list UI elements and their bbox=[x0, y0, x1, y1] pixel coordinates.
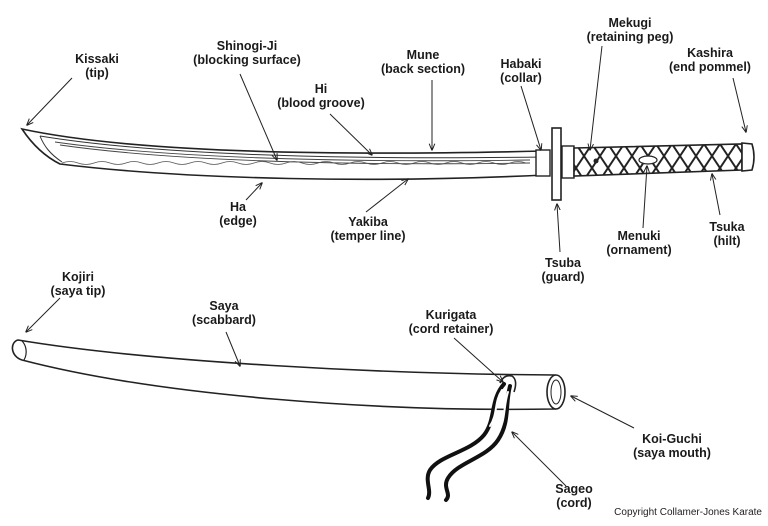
label-kojiri-desc: (saya tip) bbox=[50, 284, 106, 298]
label-ha-term: Ha bbox=[230, 200, 246, 214]
koiguchi-mouth bbox=[546, 374, 566, 410]
label-tsuka-term: Tsuka bbox=[709, 220, 745, 234]
arrow-menuki bbox=[642, 166, 647, 229]
label-koiguchi: Koi-Guchi (saya mouth) bbox=[624, 432, 720, 460]
tsuba bbox=[551, 127, 562, 201]
label-shinogi-term: Shinogi-Ji bbox=[216, 39, 278, 53]
label-mune-desc: (back section) bbox=[380, 62, 466, 76]
label-kurigata: Kurigata (cord retainer) bbox=[396, 308, 506, 336]
arrow-ha bbox=[245, 183, 262, 201]
label-yakiba-term: Yakiba bbox=[348, 215, 388, 229]
fuchi bbox=[561, 145, 575, 179]
label-mekugi: Mekugi (retaining peg) bbox=[580, 16, 680, 44]
label-kashira-desc: (end pommel) bbox=[669, 60, 751, 74]
label-tsuba-desc: (guard) bbox=[541, 270, 585, 284]
arrow-tsuka bbox=[712, 174, 721, 216]
label-koiguchi-term: Koi-Guchi bbox=[642, 432, 702, 446]
label-mune-term: Mune bbox=[406, 48, 440, 62]
arrow-kashira bbox=[732, 77, 746, 132]
arrow-kurigata bbox=[453, 337, 503, 382]
label-mune: Mune (back section) bbox=[372, 48, 474, 76]
habaki bbox=[535, 149, 551, 177]
arrow-kissaki bbox=[27, 77, 73, 125]
kashira bbox=[741, 142, 755, 172]
arrow-koiguchi bbox=[571, 396, 635, 429]
label-tsuka: Tsuka (hilt) bbox=[700, 220, 754, 248]
label-kissaki-desc: (tip) bbox=[85, 66, 109, 80]
label-kurigata-desc: (cord retainer) bbox=[408, 322, 494, 336]
blade bbox=[20, 127, 546, 181]
label-menuki: Menuki (ornament) bbox=[596, 229, 682, 257]
label-tsuba-term: Tsuba bbox=[545, 256, 581, 270]
pointer-arrows bbox=[26, 45, 746, 487]
label-mekugi-desc: (retaining peg) bbox=[586, 30, 674, 44]
label-shinogi: Shinogi-Ji (blocking surface) bbox=[180, 39, 314, 67]
label-kashira: Kashira (end pommel) bbox=[662, 46, 758, 74]
label-kurigata-term: Kurigata bbox=[425, 308, 477, 322]
label-habaki-term: Habaki bbox=[500, 57, 542, 71]
scabbard-body bbox=[11, 339, 556, 411]
label-kashira-term: Kashira bbox=[687, 46, 733, 60]
label-kojiri-term: Kojiri bbox=[62, 270, 94, 284]
label-kissaki: Kissaki (tip) bbox=[62, 52, 132, 80]
label-sageo-desc: (cord) bbox=[556, 496, 592, 510]
sageo-cord bbox=[425, 382, 512, 502]
label-yakiba: Yakiba (temper line) bbox=[318, 215, 418, 243]
arrow-kojiri bbox=[26, 297, 61, 332]
label-saya-desc: (scabbard) bbox=[192, 313, 256, 327]
label-saya-term: Saya bbox=[209, 299, 239, 313]
label-menuki-term: Menuki bbox=[617, 229, 661, 243]
menuki-ornament bbox=[638, 155, 658, 165]
arrow-yakiba bbox=[365, 179, 408, 213]
label-hi-desc: (blood groove) bbox=[277, 96, 365, 110]
label-yakiba-desc: (temper line) bbox=[330, 229, 406, 243]
arrow-mekugi bbox=[590, 45, 603, 150]
label-koiguchi-desc: (saya mouth) bbox=[633, 446, 711, 460]
label-tsuba: Tsuba (guard) bbox=[530, 256, 596, 284]
shinogi-line bbox=[39, 135, 546, 159]
kojiri-line bbox=[21, 340, 27, 361]
label-saya: Saya (scabbard) bbox=[184, 299, 264, 327]
label-hi-term: Hi bbox=[314, 82, 328, 96]
arrow-sageo bbox=[512, 432, 567, 487]
label-hi: Hi (blood groove) bbox=[266, 82, 376, 110]
label-sageo-term: Sageo bbox=[555, 482, 593, 496]
saya bbox=[11, 339, 566, 502]
label-habaki: Habaki (collar) bbox=[486, 57, 556, 85]
arrow-hi bbox=[329, 113, 372, 155]
label-kissaki-term: Kissaki bbox=[75, 52, 119, 66]
arrow-shinogi bbox=[239, 73, 277, 160]
tsuka-wrap bbox=[573, 143, 743, 177]
arrow-habaki bbox=[520, 85, 541, 150]
arrow-tsuba bbox=[557, 204, 560, 253]
label-tsuka-desc: (hilt) bbox=[713, 234, 741, 248]
label-shinogi-desc: (blocking surface) bbox=[193, 53, 301, 67]
arrow-saya bbox=[225, 331, 240, 366]
label-menuki-desc: (ornament) bbox=[606, 243, 672, 257]
kissaki-line bbox=[39, 135, 63, 163]
label-ha-desc: (edge) bbox=[219, 214, 257, 228]
label-sageo: Sageo (cord) bbox=[546, 482, 602, 510]
mekugi-peg bbox=[593, 158, 599, 164]
yakiba-line bbox=[61, 161, 527, 165]
label-kojiri: Kojiri (saya tip) bbox=[38, 270, 118, 298]
label-ha: Ha (edge) bbox=[208, 200, 268, 228]
label-habaki-desc: (collar) bbox=[500, 71, 542, 85]
copyright-notice: Copyright Collamer-Jones Karate bbox=[614, 507, 762, 518]
hi-groove bbox=[54, 141, 531, 165]
sword bbox=[20, 127, 755, 201]
label-mekugi-term: Mekugi bbox=[608, 16, 652, 30]
